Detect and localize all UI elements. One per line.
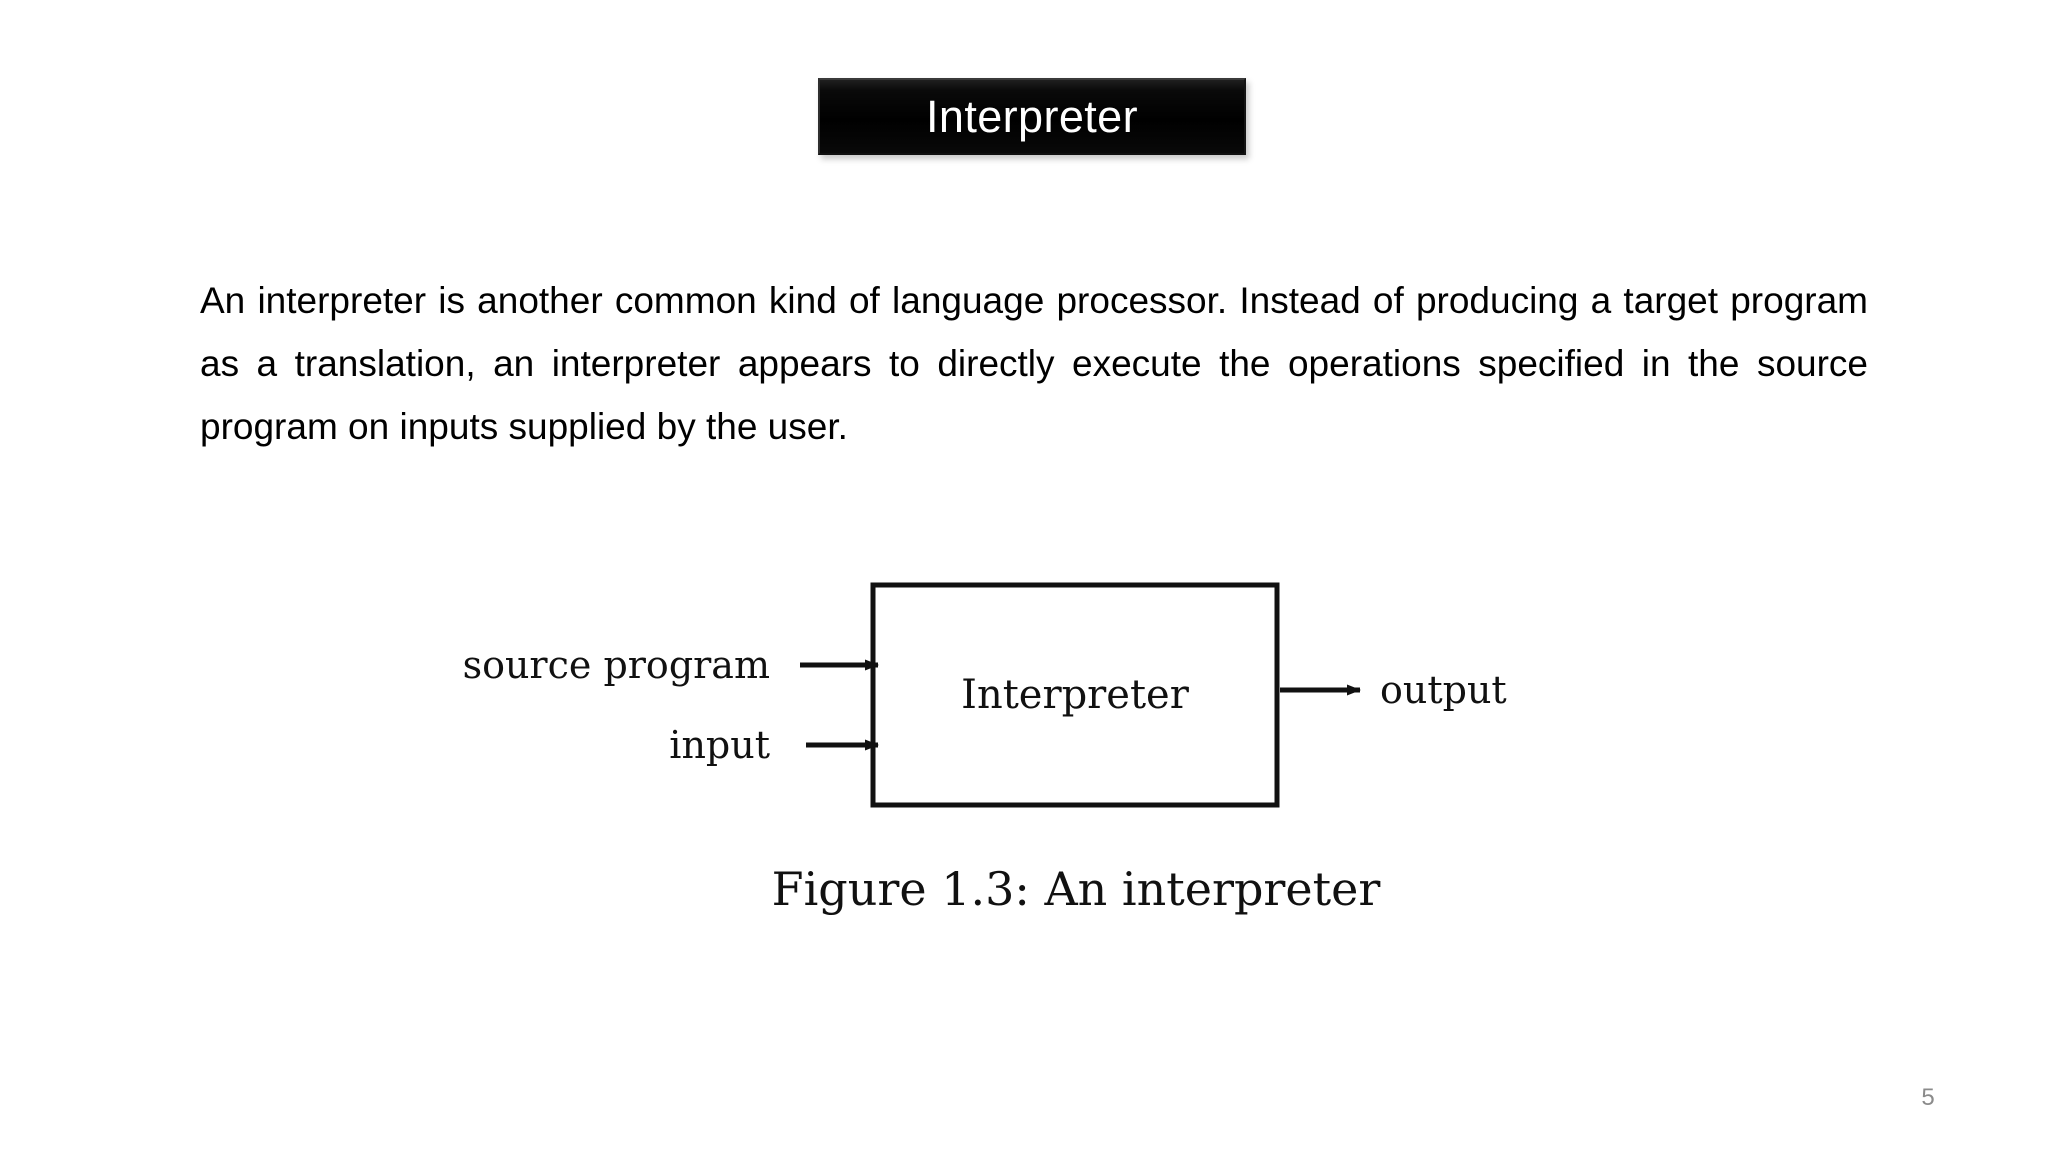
figure-label-source-program: source program: [463, 643, 770, 687]
interpreter-box: [870, 582, 1280, 808]
slide-title-banner: Interpreter: [818, 78, 1246, 155]
figure-caption: Figure 1.3: An interpreter: [772, 862, 1381, 916]
page-number: 5: [1921, 1084, 1935, 1111]
figure-interpreter-diagram: Interpreter source program input output …: [0, 560, 2048, 960]
interpreter-box-label: Interpreter: [961, 672, 1190, 718]
figure-label-input: input: [669, 723, 770, 767]
interpreter-diagram-svg: Interpreter source program input output …: [463, 582, 1507, 916]
page-title: Interpreter: [926, 91, 1138, 142]
body-paragraph: An interpreter is another common kind of…: [200, 280, 1868, 447]
figure-label-output: output: [1380, 668, 1507, 712]
